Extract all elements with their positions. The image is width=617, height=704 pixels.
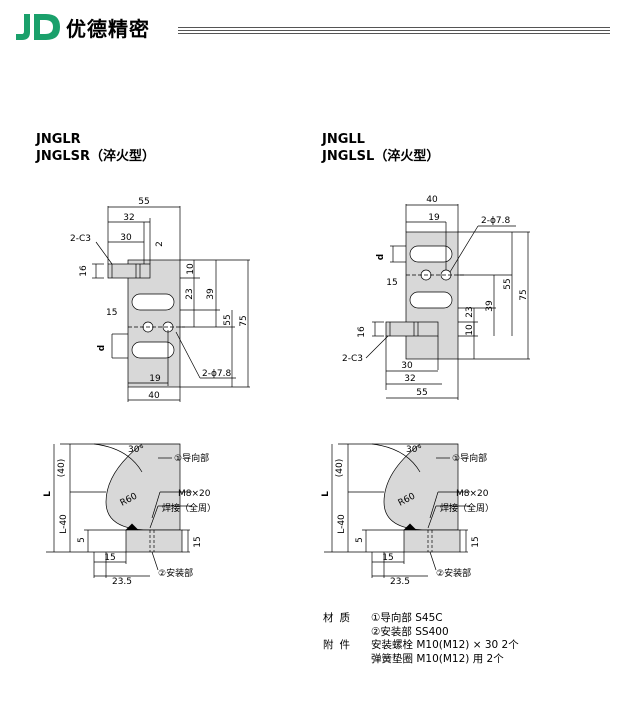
- guide-part-label: ①导向部: [174, 452, 209, 464]
- dim-10: 10: [186, 263, 196, 275]
- right-title: JNGLL JNGLSL（淬火型）: [322, 131, 439, 165]
- accessory-washer: 弹簧垫圈 M10(M12) 用 2个: [371, 652, 504, 665]
- left-side-drawing: 30° (40) L L-40 5 R60 ①导向部 M8×20 焊接（全周） …: [43, 443, 216, 587]
- dim-23-5: 23.5: [112, 577, 132, 587]
- dim-d: d: [97, 345, 107, 351]
- right-title-model: JNGLL: [322, 132, 365, 147]
- dim-L: L: [321, 491, 331, 497]
- dim-40-ref: (40): [335, 459, 345, 477]
- material-row: 材质 ①导向部 S45C: [323, 612, 519, 626]
- left-title-model: JNGLR: [36, 132, 81, 147]
- accessory-bolt: 安装螺栓 M10(M12) × 30 2个: [371, 639, 519, 651]
- accessory-row-2: 弹簧垫圈 M10(M12) 用 2个: [323, 653, 519, 667]
- dim-15-vertical: 15: [193, 536, 203, 547]
- dim-15: 15: [104, 553, 115, 563]
- dim-55: 55: [416, 388, 427, 398]
- header: 优德精密: [0, 0, 617, 46]
- right-side-drawing: 30° (40) L L-40 5 R60 ①导向部 M8×20 焊接（全周） …: [321, 443, 494, 587]
- dim-19: 19: [428, 213, 440, 223]
- accessory-row: 附件 安装螺栓 M10(M12) × 30 2个: [323, 639, 519, 653]
- dim-10: 10: [465, 324, 475, 336]
- bolt-label: M8×20: [178, 489, 211, 499]
- dim-40: 40: [426, 195, 438, 205]
- dim-55: 55: [138, 197, 149, 207]
- bolt-label: M8×20: [456, 489, 489, 499]
- mount-part-label: ②安装部: [158, 567, 193, 579]
- angle-30: 30°: [128, 445, 144, 455]
- dim-15-vertical: 15: [471, 536, 481, 547]
- left-title: JNGLR JNGLSR（淬火型）: [36, 131, 155, 165]
- dim-19: 19: [149, 374, 161, 384]
- dim-16: 16: [357, 326, 367, 338]
- guide-part-label: ①导向部: [452, 452, 487, 464]
- dim-5: 5: [355, 537, 365, 543]
- dim-23-5: 23.5: [390, 577, 410, 587]
- dim-16: 16: [79, 265, 89, 277]
- material-key: 材质: [323, 612, 356, 624]
- dim-32: 32: [123, 213, 134, 223]
- dim-55-vertical: 55: [503, 278, 513, 289]
- dim-15: 15: [386, 278, 397, 288]
- dim-5: 5: [77, 537, 87, 543]
- dim-L-40: L-40: [337, 514, 347, 534]
- material-row-2: ②安装部 SS400: [323, 626, 519, 640]
- jd-logo-icon: [14, 12, 62, 46]
- dim-23: 23: [465, 306, 475, 317]
- dim-30: 30: [120, 233, 132, 243]
- dim-L-40: L-40: [59, 514, 69, 534]
- dim-L: L: [43, 491, 53, 497]
- weld-label: 焊接（全周）: [440, 502, 494, 514]
- left-front-drawing: 55 32 30 2 2-C3 16 10 23 39 55 75 15 d 1…: [70, 197, 250, 402]
- holes-label: 2-ϕ7.8: [202, 369, 231, 379]
- dim-40-ref: (40): [57, 459, 67, 477]
- dim-39: 39: [206, 288, 216, 300]
- dim-75: 75: [519, 289, 529, 300]
- dim-75: 75: [239, 315, 249, 326]
- weld-label: 焊接（全周）: [162, 502, 216, 514]
- header-rule: [178, 27, 610, 36]
- dim-15: 15: [106, 308, 117, 318]
- material-mount: ②安装部 SS400: [371, 625, 449, 638]
- mount-part-label: ②安装部: [436, 567, 471, 579]
- spec-notes: 材质 ①导向部 S45C ②安装部 SS400 附件 安装螺栓 M10(M12)…: [323, 612, 519, 666]
- left-title-variant: JNGLSR（淬火型）: [36, 149, 156, 164]
- material-guide: ①导向部 S45C: [371, 612, 443, 624]
- dim-39: 39: [485, 300, 495, 312]
- chamfer-label: 2-C3: [70, 234, 91, 244]
- dim-30: 30: [401, 361, 413, 371]
- right-front-drawing: 40 19 2-ϕ7.8 d 15 16 2-C3 30 32 55 10 23…: [342, 195, 530, 400]
- dim-55-vertical: 55: [223, 314, 233, 325]
- holes-label: 2-ϕ7.8: [481, 216, 510, 226]
- dim-d: d: [376, 254, 386, 260]
- angle-30: 30°: [406, 445, 422, 455]
- dim-32: 32: [404, 374, 415, 384]
- dim-23: 23: [185, 288, 195, 299]
- dim-40: 40: [148, 391, 160, 401]
- dim-15: 15: [382, 553, 393, 563]
- brand-name: 优德精密: [66, 17, 150, 41]
- right-title-variant: JNGLSL（淬火型）: [322, 149, 440, 164]
- chamfer-label: 2-C3: [342, 354, 363, 364]
- dim-2: 2: [155, 241, 165, 247]
- accessory-key: 附件: [323, 639, 356, 651]
